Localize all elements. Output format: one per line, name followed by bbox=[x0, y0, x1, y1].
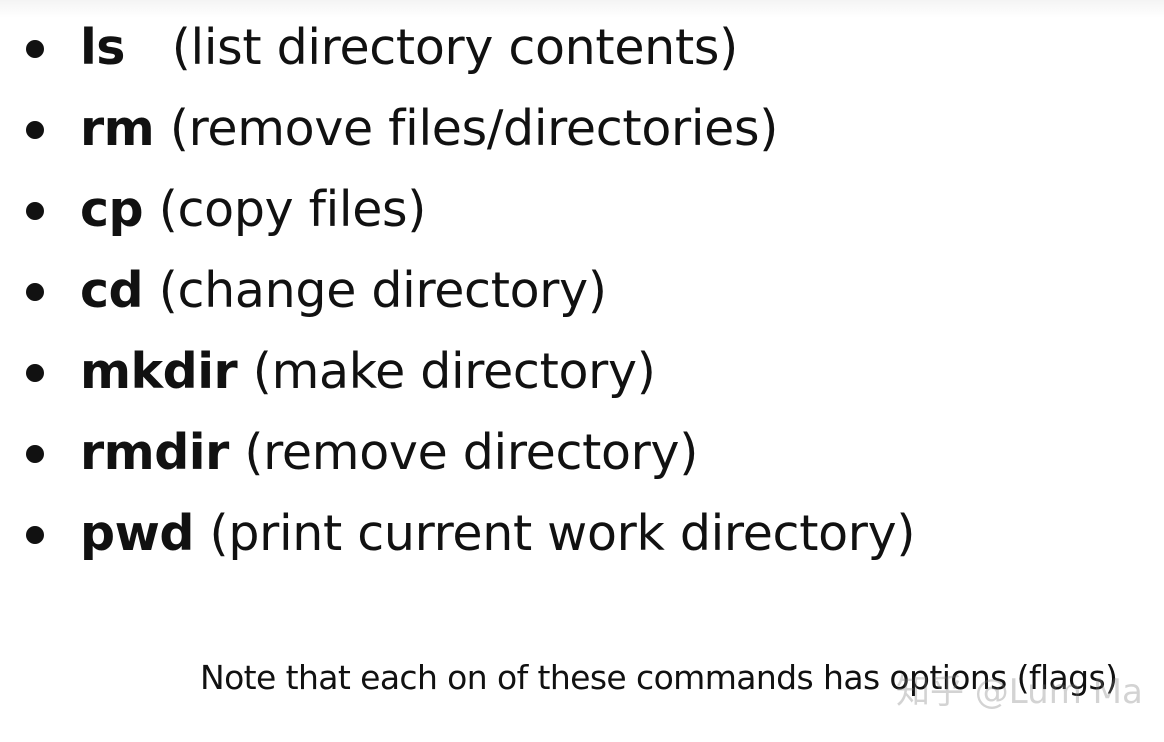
bullet-text: cd (change directory) bbox=[80, 251, 607, 331]
bullet-icon bbox=[26, 445, 44, 463]
command-description: (list directory contents) bbox=[171, 19, 739, 76]
command-name: cd bbox=[80, 262, 144, 319]
command-name: pwd bbox=[80, 505, 194, 562]
command-description: (remove files/directories) bbox=[169, 100, 779, 157]
bullet-icon bbox=[26, 283, 44, 301]
bullet-icon bbox=[26, 40, 44, 58]
command-description: (remove directory) bbox=[244, 424, 699, 481]
command-description: (change directory) bbox=[158, 262, 607, 319]
bullet-icon bbox=[26, 364, 44, 382]
bullet-text: cp (copy files) bbox=[80, 170, 426, 250]
bullet-icon bbox=[26, 202, 44, 220]
command-name: cp bbox=[80, 181, 144, 238]
command-description: (make directory) bbox=[252, 343, 656, 400]
bullet-text: ls (list directory contents) bbox=[80, 8, 738, 88]
bullet-icon bbox=[26, 121, 44, 139]
command-name: mkdir bbox=[80, 343, 238, 400]
bullet-text: pwd (print current work directory) bbox=[80, 494, 915, 574]
watermark: 知乎 @Lum Ma bbox=[896, 672, 1143, 712]
command-name: rm bbox=[80, 100, 155, 157]
bullet-text: mkdir (make directory) bbox=[80, 332, 656, 412]
bullet-icon bbox=[26, 526, 44, 544]
bullet-text: rmdir (remove directory) bbox=[80, 413, 698, 493]
footnote: Note that each on of these commands has … bbox=[200, 658, 1118, 697]
bullet-text: rm (remove files/directories) bbox=[80, 89, 778, 169]
command-description: (print current work directory) bbox=[209, 505, 916, 562]
command-name: rmdir bbox=[80, 424, 229, 481]
command-name: ls bbox=[80, 19, 125, 76]
command-description: (copy files) bbox=[158, 181, 427, 238]
